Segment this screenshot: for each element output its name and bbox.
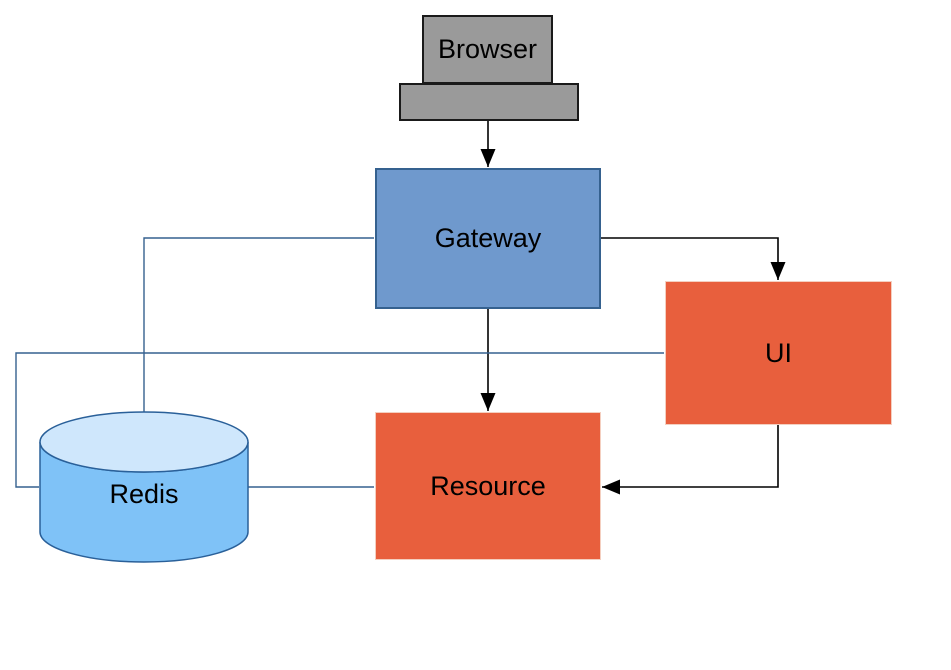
node-ui[interactable]: UI	[665, 281, 892, 425]
edge-gateway-ui[interactable]	[601, 237, 786, 280]
node-resource[interactable]: Resource	[375, 412, 601, 560]
node-redis-cylinder[interactable]	[39, 411, 249, 563]
edge-ui-redis[interactable]	[15, 352, 664, 488]
gateway-label: Gateway	[434, 223, 542, 253]
ui-label: UI	[765, 337, 792, 368]
browser-label: Browser	[437, 34, 538, 64]
cylinder-top	[39, 411, 249, 473]
edge-gateway-redis[interactable]	[143, 237, 374, 413]
node-browser[interactable]: Browser	[422, 15, 553, 84]
edge-ui-resource[interactable]	[602, 425, 779, 495]
node-gateway[interactable]: Gateway	[375, 168, 601, 309]
browser-base-shape[interactable]	[399, 83, 579, 121]
resource-label: Resource	[430, 470, 546, 501]
